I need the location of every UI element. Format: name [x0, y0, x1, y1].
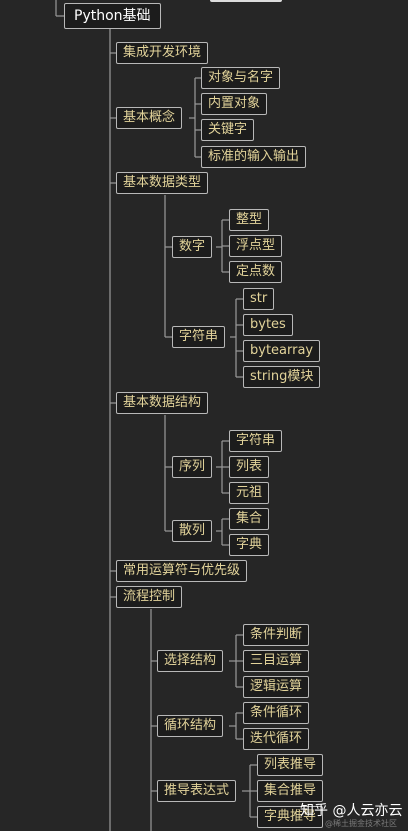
node-string-type: 字符串: [172, 326, 226, 348]
node-dict-comp: 字典推导: [257, 806, 324, 828]
node-object-and-name: 对象与名字: [201, 67, 281, 89]
node-set: 集合: [229, 508, 270, 530]
node-set-comp: 集合推导: [257, 780, 324, 802]
node-string-module: string模块: [243, 366, 321, 388]
node-bytearray: bytearray: [243, 340, 321, 362]
node-list: 列表: [229, 456, 270, 478]
watermark-text: 知乎 @人云亦云: [300, 803, 403, 819]
node-str: str: [243, 288, 275, 310]
node-basic-structures: 基本数据结构: [116, 392, 209, 414]
root-node: Python基础: [64, 3, 161, 29]
node-ternary: 三目运算: [243, 650, 310, 672]
node-sequence: 序列: [172, 456, 213, 478]
node-selection: 选择结构: [157, 650, 224, 672]
node-list-comp: 列表推导: [257, 754, 324, 776]
node-seq-string: 字符串: [229, 430, 283, 452]
node-loop: 循环结构: [157, 715, 224, 737]
node-condition: 条件判断: [243, 624, 310, 646]
node-logic-ops: 逻辑运算: [243, 676, 310, 698]
node-hash: 散列: [172, 520, 213, 542]
node-cond-loop: 条件循环: [243, 702, 310, 724]
node-integer: 整型: [229, 209, 270, 231]
node-flow-control: 流程控制: [116, 586, 183, 608]
node-bytes: bytes: [243, 314, 293, 336]
node-tuple: 元祖: [229, 482, 270, 504]
node-comprehension: 推导表达式: [157, 780, 237, 802]
node-basic-types: 基本数据类型: [116, 172, 209, 194]
node-fixed-point: 定点数: [229, 261, 283, 283]
node-basic-concepts: 基本概念: [116, 107, 183, 129]
node-std-io: 标准的输入输出: [201, 146, 307, 168]
watermark-subtext: @稀土掘金技术社区: [325, 819, 397, 828]
node-number: 数字: [172, 236, 213, 258]
node-operators: 常用运算符与优先级: [116, 560, 248, 582]
node-ide: 集成开发环境: [116, 42, 209, 64]
node-dict: 字典: [229, 534, 270, 556]
node-iter-loop: 迭代循环: [243, 728, 310, 750]
top-edge-tab: [210, 0, 282, 2]
node-builtin-objects: 内置对象: [201, 93, 268, 115]
node-keywords: 关键字: [201, 119, 255, 141]
node-float: 浮点型: [229, 235, 283, 257]
